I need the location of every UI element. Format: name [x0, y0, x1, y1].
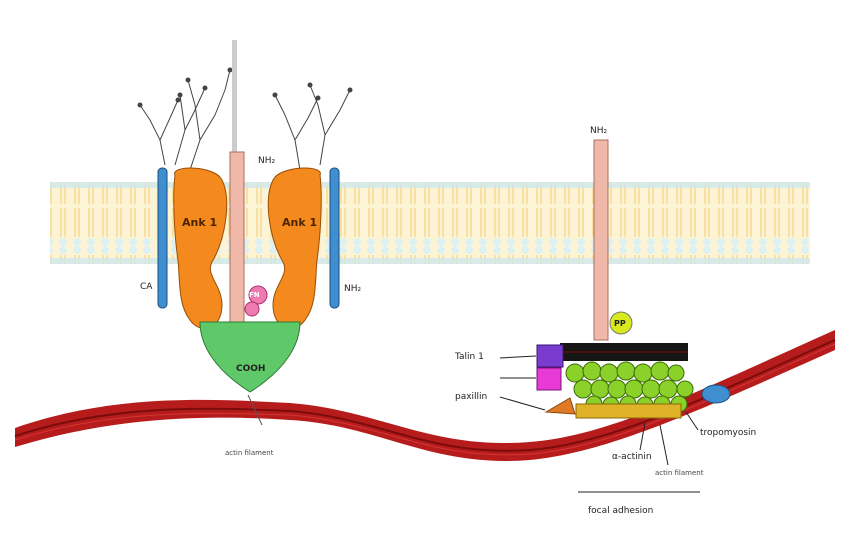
left-cytoplasmic-label: COOH: [236, 364, 266, 374]
right-focal-adhesion-complex: [499, 139, 731, 493]
left-domain-label-a: Ank 1: [182, 216, 218, 229]
left-receptor-complex: [137, 40, 353, 426]
right-left-label-1: Talin 1: [455, 352, 484, 362]
left-tm-top-label: NH₂: [258, 156, 276, 166]
right-left-label-2: paxillin: [455, 392, 488, 402]
left-domain-label-b: Ank 1: [282, 216, 318, 229]
tm-helix-icon: [232, 40, 237, 155]
left-peptide-label: FN: [249, 291, 260, 299]
tm-helix-icon: [593, 139, 609, 341]
right-bottom-label-1: α-actinin: [612, 452, 652, 462]
right-bottom-label-3: focal adhesion: [588, 506, 654, 516]
right-tm-top-label: NH₂: [590, 126, 608, 136]
right-bottom-label-2: actin filament: [655, 469, 704, 477]
left-side-label-a: CA: [140, 282, 153, 292]
left-side-label-b: NH₂: [344, 284, 362, 294]
glycan-tree-icon: [137, 67, 353, 171]
tm-helix-icon: [229, 151, 245, 343]
right-lime-label: PP: [614, 319, 626, 328]
left-actin-caption: actin filament: [225, 449, 274, 457]
right-right-label-1: tropomyosin: [700, 428, 757, 438]
